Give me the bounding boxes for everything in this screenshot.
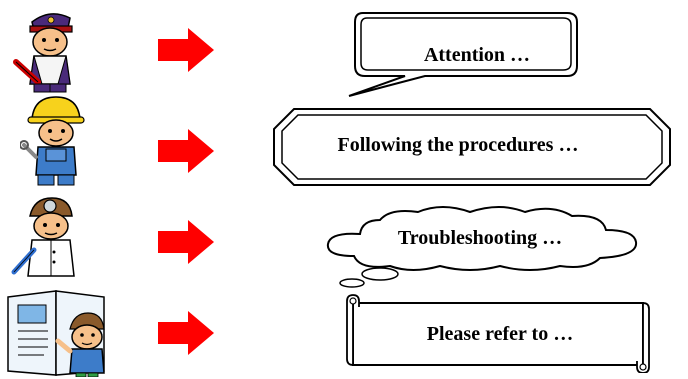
manual-reader-icon	[7, 290, 105, 377]
callout-text-refer: Please refer to …	[426, 323, 574, 345]
red-arrow-icon	[158, 129, 214, 173]
doctor-icon	[11, 197, 75, 277]
red-arrow-icon	[158, 311, 214, 355]
police-officer-icon	[13, 13, 73, 93]
row-procedures: Following the procedures …	[0, 95, 688, 190]
banner-box	[273, 108, 671, 186]
row-troubleshooting: Troubleshooting …	[0, 190, 688, 288]
row-refer: Please refer to …	[0, 285, 688, 379]
construction-worker-icon	[20, 96, 85, 186]
callout-text-procedures: Following the procedures …	[337, 134, 579, 156]
row-attention: Attention …	[0, 0, 688, 97]
red-arrow-icon	[158, 220, 214, 264]
thought-cloud	[326, 206, 638, 288]
red-arrow-icon	[158, 28, 214, 72]
callout-text-troubleshooting: Troubleshooting …	[397, 227, 563, 249]
speech-bubble	[348, 12, 578, 97]
scroll-banner	[346, 294, 650, 373]
callout-text-attention: Attention …	[423, 44, 531, 66]
